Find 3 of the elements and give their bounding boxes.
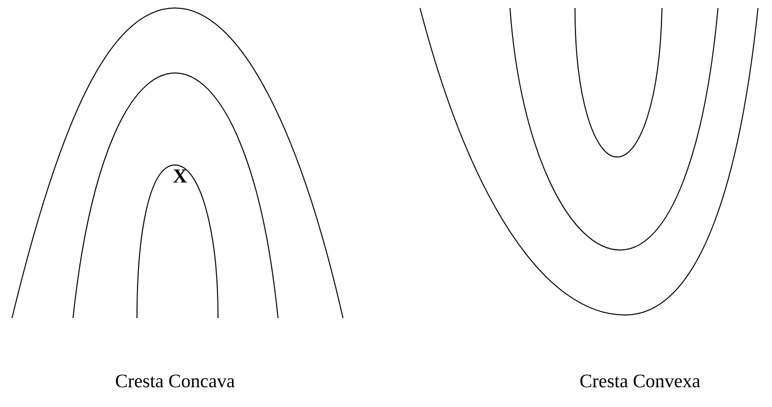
x-mark: X [173, 169, 187, 183]
caption-text: Cresta Concava [116, 374, 235, 388]
caption-text: Cresta Convexa [580, 374, 700, 388]
